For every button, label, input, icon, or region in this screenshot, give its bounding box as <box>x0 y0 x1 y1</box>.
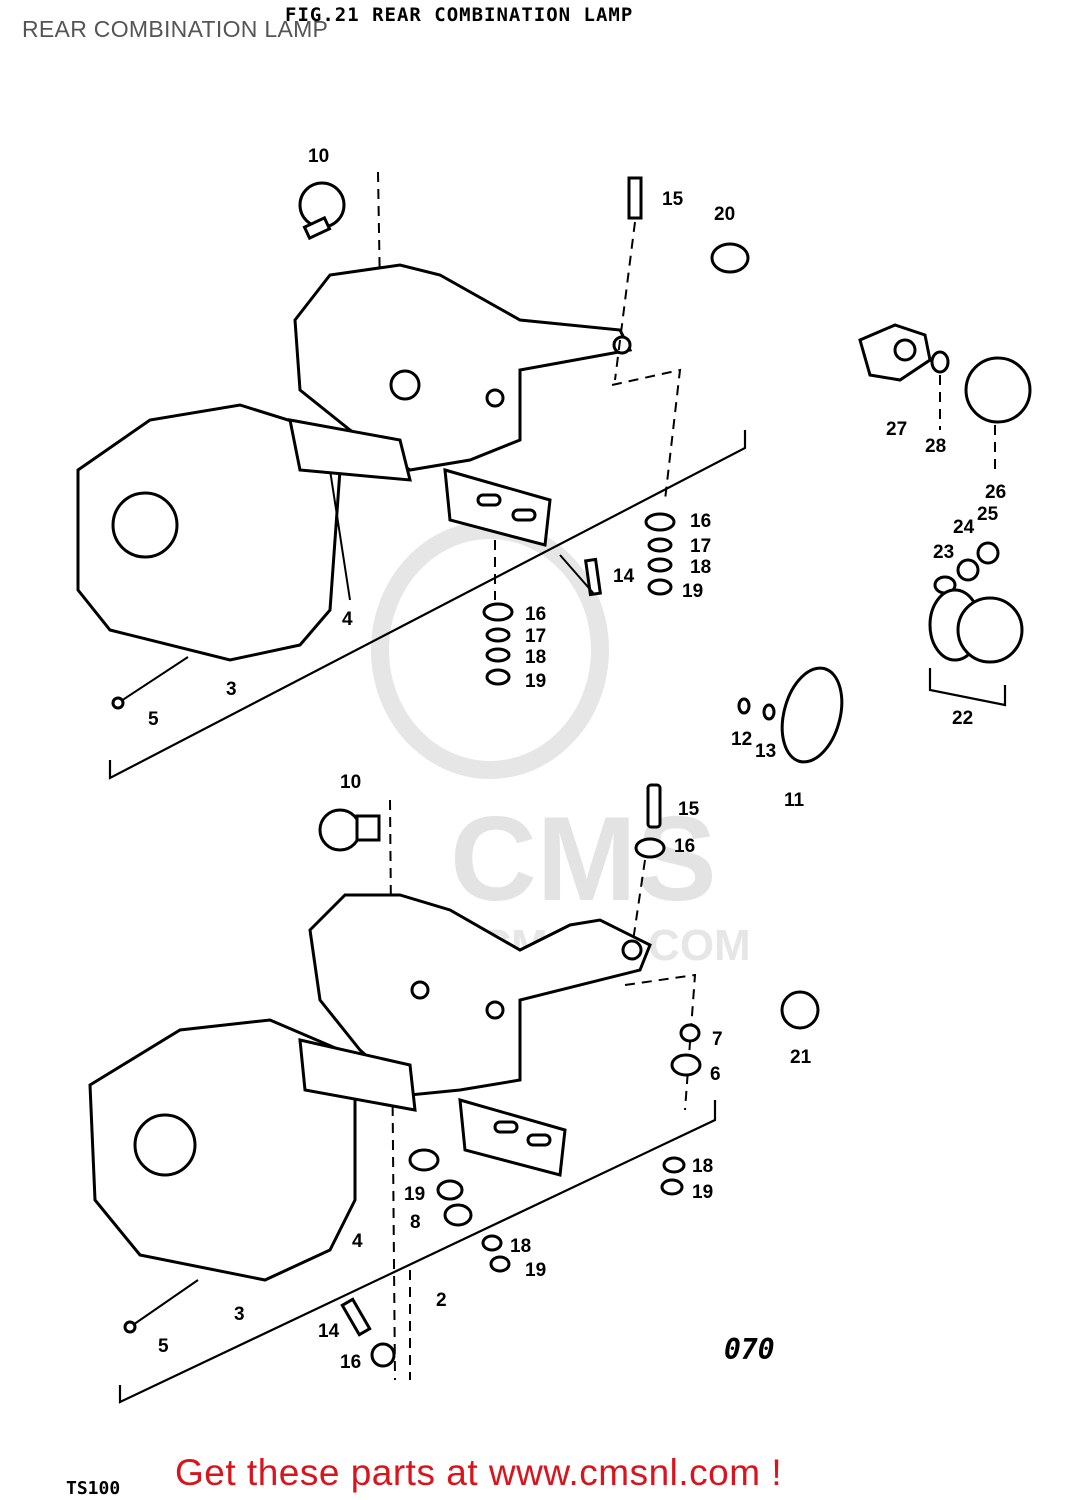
reflector-lens-icon <box>780 666 844 764</box>
callout: 10 <box>340 772 361 793</box>
callout: 16 <box>674 836 695 857</box>
callout: 24 <box>953 517 975 538</box>
callout: 7 <box>712 1029 723 1050</box>
lamp-housing-icon <box>76 403 342 662</box>
callout: 26 <box>985 482 1006 503</box>
callout: 5 <box>158 1336 169 1357</box>
callout: 18 <box>525 647 546 668</box>
callout: 16 <box>525 604 546 625</box>
callout: 4 <box>342 609 353 630</box>
lamp-housing-icon-lower <box>88 1018 357 1282</box>
callout: 2 <box>436 1290 447 1311</box>
callout: 22 <box>952 708 973 729</box>
callout: 5 <box>148 709 159 730</box>
callout: 21 <box>790 1047 812 1068</box>
callout: 15 <box>662 189 684 210</box>
lens-icon <box>964 356 1032 424</box>
callouts-upper: 10 15 20 27 28 26 16 17 18 19 14 16 17 1… <box>148 146 1006 811</box>
callout: 16 <box>340 1352 361 1373</box>
callout: 10 <box>308 146 329 167</box>
callout: 17 <box>690 536 711 557</box>
footer-link[interactable]: Get these parts at www.cmsnl.com ! <box>175 1452 783 1493</box>
callout: 18 <box>690 557 711 578</box>
callout: 3 <box>226 679 237 700</box>
callout: 25 <box>977 504 999 525</box>
model-code: TS100 <box>66 1478 121 1499</box>
callout: 18 <box>692 1156 713 1177</box>
page-title: REAR COMBINATION LAMP <box>22 16 329 42</box>
callout: 16 <box>690 511 711 532</box>
callout: 19 <box>692 1182 713 1203</box>
callout: 14 <box>613 566 635 587</box>
callout: 19 <box>525 1260 546 1281</box>
callout: 17 <box>525 626 546 647</box>
callouts-lower: 10 15 16 21 7 6 18 19 4 19 8 18 19 2 3 5… <box>158 772 812 1373</box>
callout: 12 <box>731 729 752 750</box>
callout: 15 <box>678 799 700 820</box>
callout: 23 <box>933 542 954 563</box>
bulb-icon-lower <box>318 808 362 852</box>
callout: 8 <box>410 1212 421 1233</box>
callout: 3 <box>234 1304 245 1325</box>
callout: 4 <box>352 1231 363 1252</box>
figure-heading: FIG.21 REAR COMBINATION LAMP <box>285 4 634 26</box>
callout: 19 <box>404 1184 425 1205</box>
page-code: 070 <box>724 1333 775 1366</box>
grommet-icon <box>710 242 750 274</box>
callout: 19 <box>525 671 546 692</box>
callout: 20 <box>714 204 735 225</box>
callout: 14 <box>318 1321 340 1342</box>
lower-assembly <box>88 783 820 1404</box>
callout: 27 <box>886 419 907 440</box>
callout: 28 <box>925 436 946 457</box>
reflector-icon <box>956 596 1024 664</box>
callout: 11 <box>784 790 805 811</box>
callout: 19 <box>682 581 703 602</box>
callout: 6 <box>710 1064 721 1085</box>
watermark-brand: CMS <box>450 792 717 926</box>
callout: 18 <box>510 1236 531 1257</box>
upper-assembly <box>76 171 1032 780</box>
callout: 13 <box>755 741 776 762</box>
